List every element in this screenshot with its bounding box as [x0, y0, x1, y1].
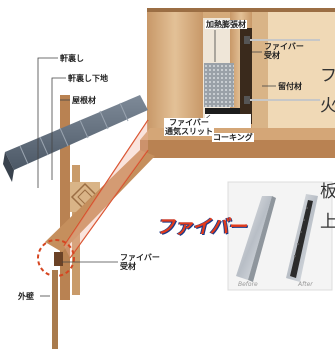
- label-fiber-slit: ファイバー 通気スリット: [164, 118, 214, 136]
- heat-expanding-material: [204, 63, 234, 107]
- inset-photo: [227, 181, 333, 291]
- screws: [244, 36, 320, 104]
- label-kanetsu-hakkozai: 加熱膨張材: [205, 20, 247, 29]
- label-nokiura-shitaji: 軒裏し下地: [68, 74, 108, 83]
- side-char-4: 上: [320, 212, 335, 232]
- label-caulking: コーキング: [212, 133, 254, 142]
- label-fiber-ukezai-bottom: ファイバー 受材: [120, 253, 160, 271]
- zoom-pointer: [63, 119, 149, 259]
- fiber-logo: ファイバー: [156, 216, 247, 238]
- label-yanegi: 屋根材: [72, 96, 96, 105]
- label-tomezai: 留付材: [278, 82, 302, 91]
- inset-caption-before: Before: [238, 281, 258, 288]
- label-nokiura: 軒裏し: [60, 54, 84, 63]
- side-char-2: 火: [320, 96, 335, 116]
- wall-post: [60, 95, 70, 300]
- roof: [5, 95, 148, 170]
- label-fiber-ukezai-top: ファイバー 受材: [264, 42, 304, 60]
- label-gaiheki: 外壁: [18, 292, 34, 301]
- side-char-1: フ: [320, 66, 335, 86]
- inset-caption-after: After: [298, 281, 313, 288]
- side-char-3: 板: [320, 182, 335, 202]
